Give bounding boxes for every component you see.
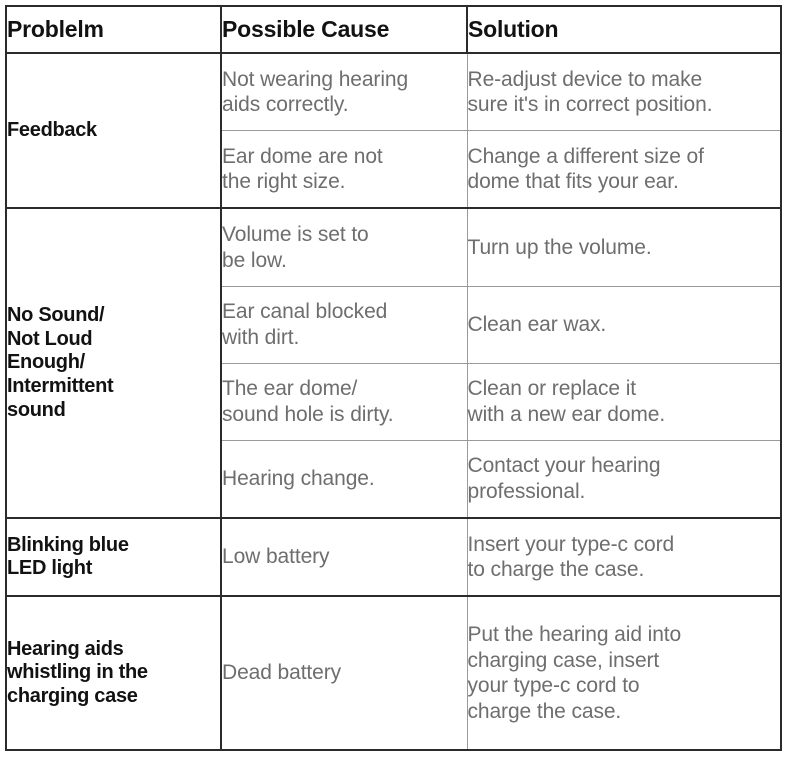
problem-cell: Blinking blue LED light xyxy=(7,517,222,598)
cause-text: Low battery xyxy=(222,545,330,569)
table-row: Ear dome are not the right size. Change a… xyxy=(7,130,780,210)
table-row: Hearing aids whistling in the charging c… xyxy=(7,596,780,749)
table-row: No Sound/ Not Loud Enough/ Intermittent … xyxy=(7,208,780,519)
solution-cell: Insert your type-c cord to charge the ca… xyxy=(467,517,780,598)
problem-label: No Sound/ Not Loud Enough/ Intermittent … xyxy=(7,304,114,421)
cause-text: Dead battery xyxy=(222,661,342,685)
cause-text: Ear canal blocked with dirt. xyxy=(222,300,388,349)
solution-cell: Change a different size of dome that fit… xyxy=(467,130,780,210)
column-header-solution: Solution xyxy=(467,7,780,54)
solution-cell: Contact your hearing professional. xyxy=(467,440,780,519)
problem-cell: Hearing aids whistling in the charging c… xyxy=(7,596,222,749)
table-row: Blinking blue LED light Low battery Insert… xyxy=(7,517,780,598)
cause-cell: Hearing change. xyxy=(221,440,468,519)
table-row: Feedback Not wearing hearing aids correct… xyxy=(7,53,780,210)
cause-cell: Low battery xyxy=(221,517,468,598)
cause-text: The ear dome/ sound hole is dirty. xyxy=(222,377,394,426)
solution-text: Insert your type-c cord to charge the ca… xyxy=(467,532,675,582)
cause-text: Hearing change. xyxy=(222,467,375,491)
solution-text: Change a different size of dome that fit… xyxy=(467,144,704,194)
cause-text: Volume is set to be low. xyxy=(222,222,369,272)
solution-cell: Turn up the volume. xyxy=(467,208,780,287)
table-row: Hearing change. Contact your hearing prof… xyxy=(7,440,780,519)
cause-text: Not wearing hearing aids correctly. xyxy=(222,67,409,117)
cause-cell: Volume is set to be low. xyxy=(221,208,468,287)
cause-cell: The ear dome/ sound hole is dirty. xyxy=(221,363,468,441)
problem-cell: No Sound/ Not Loud Enough/ Intermittent … xyxy=(7,208,222,519)
cause-cell: Ear canal blocked with dirt. xyxy=(221,286,468,364)
solution-text: Clean ear wax. xyxy=(467,312,607,336)
solution-cell: Clean ear wax. xyxy=(467,286,780,364)
solution-text: Clean or replace it with a new ear dome. xyxy=(467,377,666,426)
problem-label: Hearing aids whistling in the charging c… xyxy=(7,637,148,707)
solution-cell: Re-adjust device to make sure it's in co… xyxy=(467,53,780,132)
cause-text: Ear dome are not the right size. xyxy=(222,144,383,194)
column-header-problem: Problelm xyxy=(7,7,222,54)
problem-label: Feedback xyxy=(7,118,97,141)
solution-cell: Clean or replace it with a new ear dome. xyxy=(467,363,780,441)
solution-text: Put the hearing aid into charging case, … xyxy=(467,622,682,723)
cause-cell: Dead battery xyxy=(221,596,468,749)
problem-cell: Feedback xyxy=(7,53,222,210)
solution-text: Turn up the volume. xyxy=(467,235,652,259)
column-header-cause: Possible Cause xyxy=(221,7,468,54)
cause-cell: Ear dome are not the right size. xyxy=(221,130,468,210)
table-row: The ear dome/ sound hole is dirty. Clean … xyxy=(7,363,780,441)
table-row: Ear canal blocked with dirt. Clean ear wa… xyxy=(7,286,780,364)
solution-text: Re-adjust device to make sure it's in co… xyxy=(467,67,713,117)
solution-cell: Put the hearing aid into charging case, … xyxy=(467,596,780,749)
cause-cell: Not wearing hearing aids correctly. xyxy=(221,53,468,132)
problem-label: Blinking blue LED light xyxy=(7,533,129,580)
solution-text: Contact your hearing professional. xyxy=(467,454,661,503)
